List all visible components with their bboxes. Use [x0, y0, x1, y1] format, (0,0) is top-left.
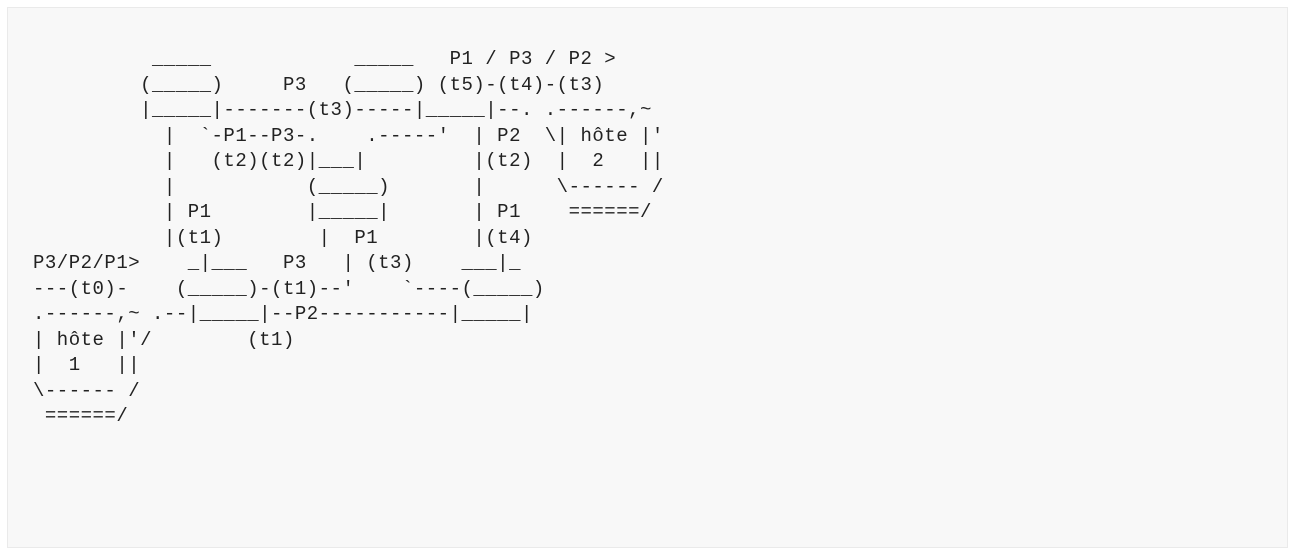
diagram-line: .------,~ .--|_____|--P2-----------|____…	[33, 303, 533, 325]
diagram-line: P3/P2/P1> _|___ P3 | (t3) ___|_	[33, 252, 521, 274]
diagram-line: |_____|-------(t3)-----|_____|--. .-----…	[33, 99, 652, 121]
diagram-line: \------ /	[33, 379, 141, 402]
diagram-line: | (_____) | \------ /	[33, 175, 664, 198]
diagram-line: | `-P1--P3-. .-----' | P2 \| hôte |'	[33, 124, 664, 147]
diagram-line: _____ _____ P1 / P3 / P2 >	[33, 48, 617, 70]
code-block: _____ _____ P1 / P3 / P2 > (_____) P3 (_…	[7, 7, 1288, 548]
diagram-line: ======/	[33, 405, 129, 427]
diagram-line: | (t2)(t2)|___| |(t2) | 2 ||	[33, 150, 664, 172]
diagram-line: ---(t0)- (_____)-(t1)--' `----(_____)	[33, 277, 545, 300]
ascii-network-diagram: _____ _____ P1 / P3 / P2 > (_____) P3 (_…	[33, 47, 1262, 430]
diagram-line: | P1 |_____| | P1 ======/	[33, 201, 652, 223]
diagram-line: | 1 ||	[33, 354, 141, 376]
diagram-line: (_____) P3 (_____) (t5)-(t4)-(t3)	[33, 73, 605, 96]
diagram-line: | hôte |'/ (t1)	[33, 328, 295, 351]
diagram-line: |(t1) | P1 |(t4)	[33, 226, 533, 249]
